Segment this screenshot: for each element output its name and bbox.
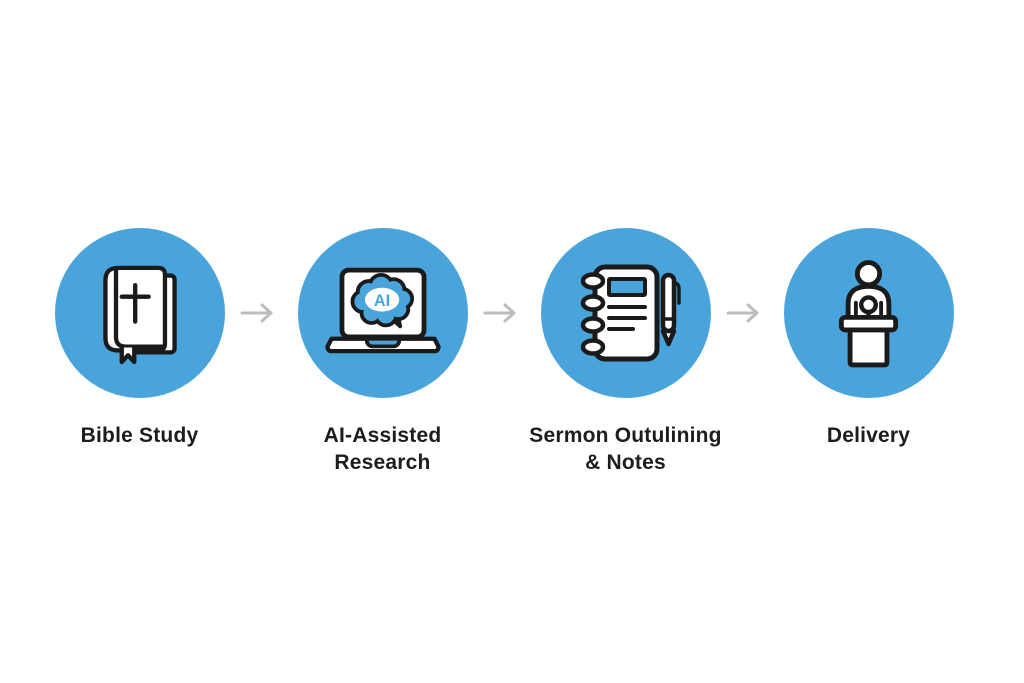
step-sermon-outlining-notes: Sermon Outulining & Notes [504,228,747,476]
step-ai-assisted-research: AI AI-Assisted Research [261,228,504,476]
flow-row: Bible Study [18,228,990,476]
step-label: Delivery [826,424,911,447]
arrow-right-icon [482,300,526,326]
laptop-ai-brain-icon: AI [321,265,445,361]
step-circle [54,228,225,398]
step-label: Bible Study [80,424,199,447]
arrow-right-icon [239,300,283,326]
step-circle [540,228,711,398]
ai-badge-text: AI [373,292,389,310]
step-delivery: Delivery [747,228,990,476]
speaker-podium-icon [820,257,917,369]
step-label: AI-Assisted Research [323,424,442,474]
arrow-right-icon [725,300,769,326]
step-circle: AI [297,228,468,398]
step-label: Sermon Outulining & Notes [529,424,722,474]
step-bible-study: Bible Study [18,228,261,476]
notebook-pen-icon [571,261,681,366]
step-circle [783,228,954,398]
bible-book-icon [92,260,188,366]
